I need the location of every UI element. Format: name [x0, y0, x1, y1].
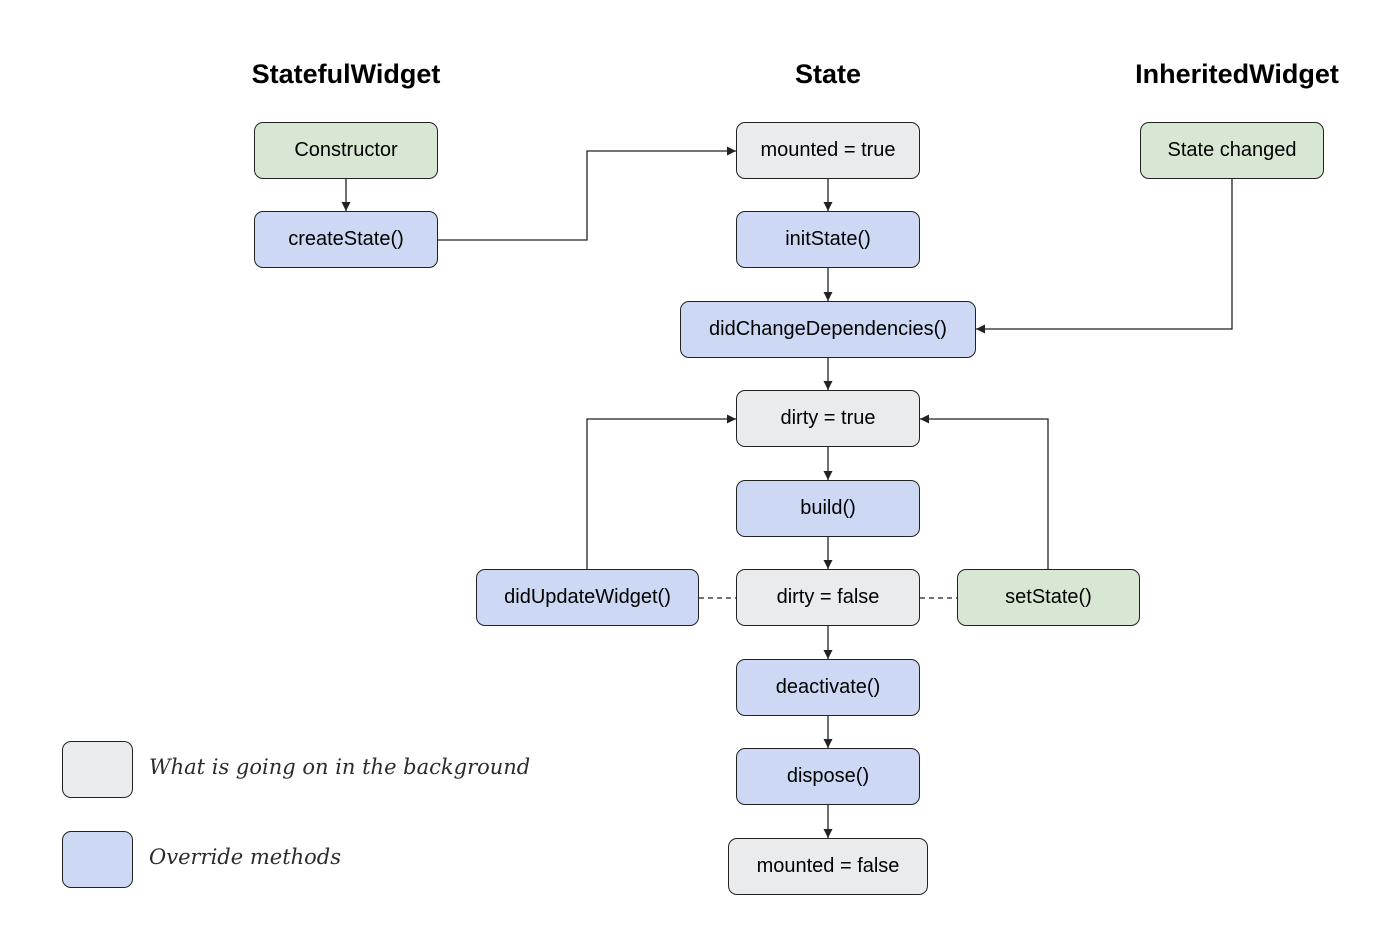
- edge-createstate-to-mounted: [438, 146, 736, 241]
- node-build: build(): [736, 480, 920, 537]
- heading-statefulwidget: StatefulWidget: [251, 59, 441, 89]
- node-initstate: initState(): [736, 211, 920, 268]
- node-constructor: Constructor: [254, 122, 438, 179]
- node-deactivate: deactivate(): [736, 659, 920, 716]
- node-didupdatewidget: didUpdateWidget(): [476, 569, 699, 626]
- node-dirty-false: dirty = false: [736, 569, 920, 626]
- node-didchangedependencies: didChangeDependencies(): [680, 301, 976, 358]
- node-dispose: dispose(): [736, 748, 920, 805]
- node-mounted-true: mounted = true: [736, 122, 920, 179]
- edge-didupdatewidget-to-dirtytrue: [586, 414, 736, 569]
- node-setstate: setState(): [957, 569, 1140, 626]
- legend-swatch-override: [62, 831, 133, 888]
- edge-statechanged-to-didchange: [976, 179, 1233, 334]
- node-createstate: createState(): [254, 211, 438, 268]
- heading-inheritedwidget: InheritedWidget: [1135, 59, 1339, 89]
- node-dirty-true: dirty = true: [736, 390, 920, 447]
- node-state-changed: State changed: [1140, 122, 1324, 179]
- legend-swatch-background: [62, 741, 133, 798]
- legend-label-override: Override methods: [149, 845, 342, 869]
- legend-label-background: What is going on in the background: [149, 755, 531, 779]
- heading-state: State: [794, 59, 862, 89]
- edge-setstate-to-dirtytrue: [920, 414, 1049, 569]
- node-mounted-false: mounted = false: [728, 838, 928, 895]
